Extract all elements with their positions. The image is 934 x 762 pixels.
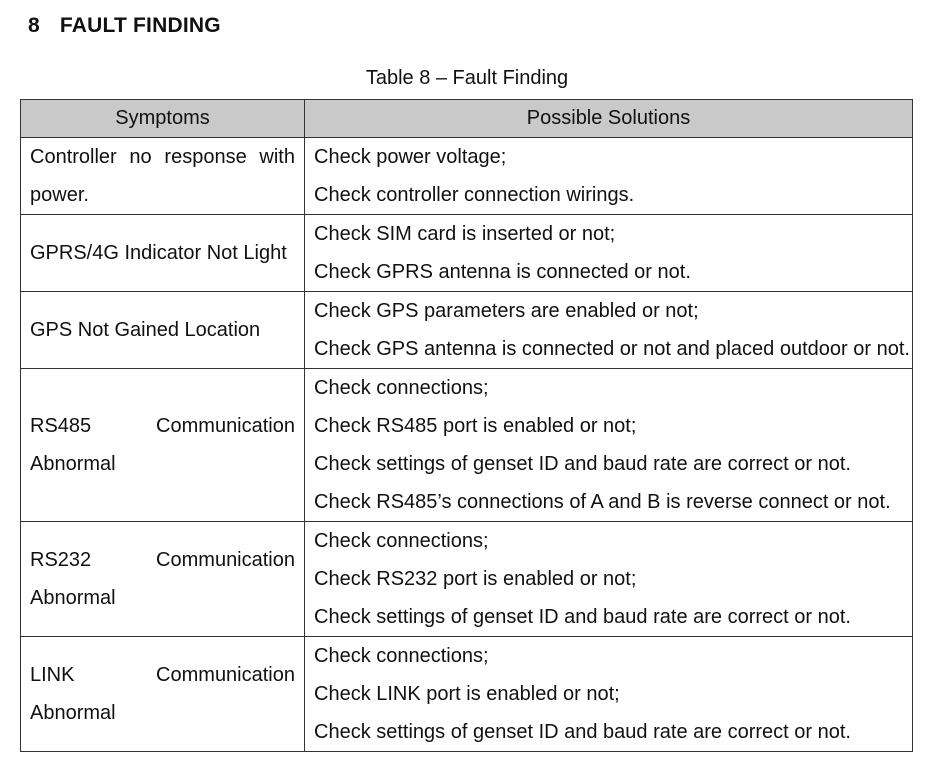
symptom-text: RS485 Communication Abnormal bbox=[30, 415, 295, 475]
solution-line: Check GPS antenna is connected or not an… bbox=[314, 338, 910, 360]
symptom-cell: Controller no response with power. bbox=[20, 137, 305, 215]
table-row: Controller no response with power.Check … bbox=[20, 137, 913, 215]
solution-line: Check RS485’s connections of A and B is … bbox=[314, 491, 891, 513]
section-title: FAULT FINDING bbox=[59, 14, 221, 37]
symptom-cell: GPS Not Gained Location bbox=[20, 291, 305, 369]
solution-line: Check power voltage; bbox=[314, 146, 507, 168]
solution-line: Check LINK port is enabled or not; bbox=[314, 683, 620, 705]
symptom-cell: RS232 Communication Abnormal bbox=[20, 521, 305, 637]
header-symptoms: Symptoms bbox=[20, 99, 305, 138]
solutions-cell: Check connections; Check RS485 port is en… bbox=[304, 368, 913, 522]
solutions-cell: Check power voltage; Check controller con… bbox=[304, 137, 913, 215]
fault-finding-table: Symptoms Possible Solutions Controller n… bbox=[20, 99, 913, 752]
table-row: GPS Not Gained Location Check GPS paramet… bbox=[20, 291, 913, 369]
solutions-cell: Check SIM card is inserted or not; Check … bbox=[304, 214, 913, 292]
solution-line: Check settings of genset ID and baud rat… bbox=[314, 453, 851, 475]
table-body: Controller no response with power.Check … bbox=[20, 137, 913, 752]
table-row: GPRS/4G Indicator Not Light Check SIM car… bbox=[20, 214, 913, 292]
solution-line: Check connections; bbox=[314, 377, 489, 399]
solutions-cell: Check connections; Check RS232 port is en… bbox=[304, 521, 913, 637]
solution-line: Check RS232 port is enabled or not; bbox=[314, 568, 637, 590]
symptom-cell: GPRS/4G Indicator Not Light bbox=[20, 214, 305, 292]
symptom-text: LINK Communication Abnormal bbox=[30, 664, 295, 724]
solution-line: Check RS485 port is enabled or not; bbox=[314, 415, 637, 437]
symptom-text: RS232 Communication Abnormal bbox=[30, 549, 295, 609]
section-number: 8 bbox=[28, 14, 40, 37]
solution-line: Check connections; bbox=[314, 645, 489, 667]
symptom-text: GPS Not Gained Location bbox=[30, 319, 261, 341]
symptom-cell: RS485 Communication Abnormal bbox=[20, 368, 305, 522]
solutions-cell: Check connections; Check LINK port is ena… bbox=[304, 636, 913, 752]
symptom-text: GPRS/4G Indicator Not Light bbox=[30, 242, 287, 264]
symptom-text: Controller no response with power. bbox=[30, 146, 295, 206]
header-possible-solutions: Possible Solutions bbox=[304, 99, 913, 138]
symptom-cell: LINK Communication Abnormal bbox=[20, 636, 305, 752]
solutions-cell: Check GPS parameters are enabled or not;… bbox=[304, 291, 913, 369]
solution-line: Check connections; bbox=[314, 530, 489, 552]
solution-line: Check controller connection wirings. bbox=[314, 184, 635, 206]
section-heading: 8 FAULT FINDING bbox=[28, 14, 221, 38]
table-caption: Table 8 – Fault Finding bbox=[365, 67, 569, 89]
solution-line: Check settings of genset ID and baud rat… bbox=[314, 606, 851, 628]
solution-line: Check settings of genset ID and baud rat… bbox=[314, 721, 851, 743]
table-header-row: Symptoms Possible Solutions bbox=[20, 99, 913, 138]
solution-line: Check GPS parameters are enabled or not; bbox=[314, 300, 699, 322]
solution-line: Check GPRS antenna is connected or not. bbox=[314, 261, 691, 283]
solution-line: Check SIM card is inserted or not; bbox=[314, 223, 616, 245]
